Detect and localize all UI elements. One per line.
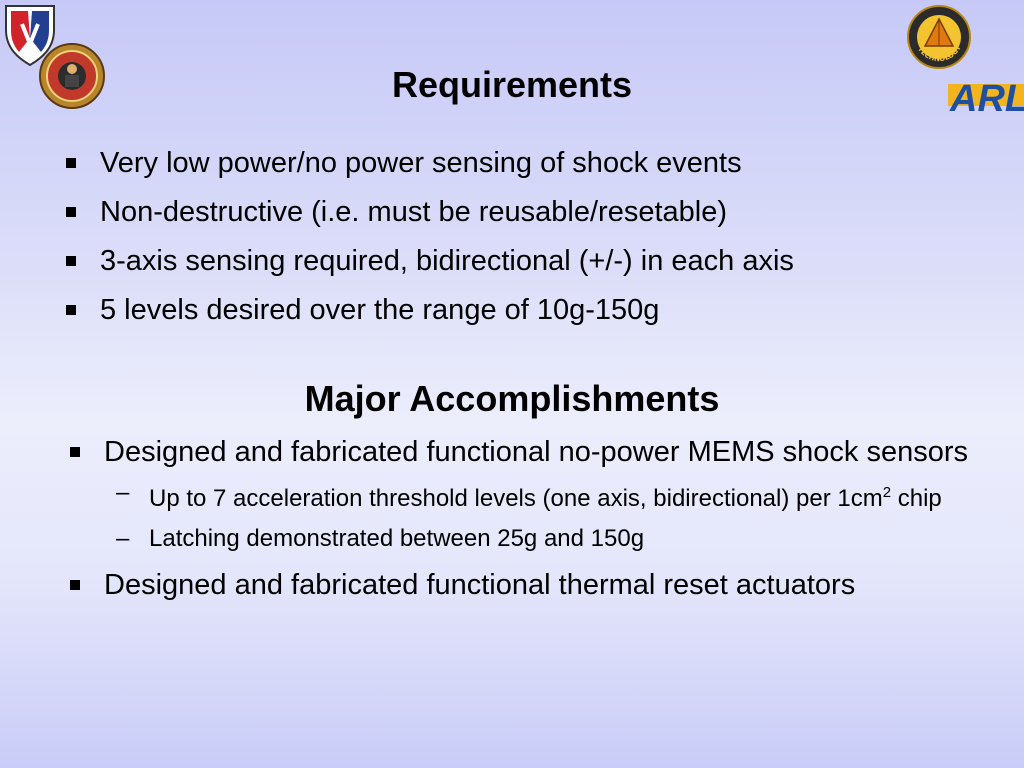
dash-icon: – (116, 479, 130, 506)
arl-text: ARL (949, 78, 1024, 114)
accomplishment-text: Designed and fabricated functional no-po… (104, 436, 969, 468)
list-item: Designed and fabricated functional therm… (64, 565, 984, 605)
list-item: 3-axis sensing required, bidirectional (… (60, 243, 990, 279)
requirement-text: 3-axis sensing required, bidirectional (… (100, 245, 794, 277)
command-seal-logo (39, 43, 105, 109)
army-shield-logo (5, 5, 55, 67)
sub-list-item: – Latching demonstrated between 25g and … (104, 522, 984, 555)
list-item: 5 levels desired over the range of 10g-1… (60, 292, 990, 328)
accomplishments-title: Major Accomplishments (304, 378, 720, 419)
dash-icon: – (116, 525, 130, 552)
bullet-icon (66, 305, 76, 315)
sub-item-text: Latching demonstrated between 25g and 15… (149, 525, 645, 552)
sub-list-item: – Up to 7 acceleration threshold levels … (104, 476, 984, 515)
technology-to-win-seal: TECHNOLOGY TO WIN (906, 4, 971, 69)
arl-logo: ARL (948, 78, 1024, 120)
list-item: Designed and fabricated functional no-po… (64, 432, 984, 555)
page-title: Requirements (391, 64, 633, 105)
sub-item-text: Up to 7 acceleration threshold levels (o… (149, 485, 883, 512)
accomplishments-list: Designed and fabricated functional no-po… (64, 432, 984, 611)
list-item: Non-destructive (i.e. must be reusable/r… (60, 194, 990, 230)
bullet-icon (66, 158, 76, 168)
bullet-icon (70, 447, 80, 457)
sub-list: – Up to 7 acceleration threshold levels … (104, 476, 984, 555)
requirements-list: Very low power/no power sensing of shock… (60, 145, 990, 341)
sub-item-text-tail: chip (891, 485, 942, 512)
bullet-icon (70, 580, 80, 590)
superscript: 2 (882, 484, 892, 501)
accomplishment-text: Designed and fabricated functional therm… (104, 569, 856, 601)
requirement-text: 5 levels desired over the range of 10g-1… (100, 294, 660, 326)
bullet-icon (66, 256, 76, 266)
requirement-text: Non-destructive (i.e. must be reusable/r… (100, 196, 728, 228)
bullet-icon (66, 207, 76, 217)
list-item: Very low power/no power sensing of shock… (60, 145, 990, 181)
requirement-text: Very low power/no power sensing of shock… (100, 147, 742, 179)
